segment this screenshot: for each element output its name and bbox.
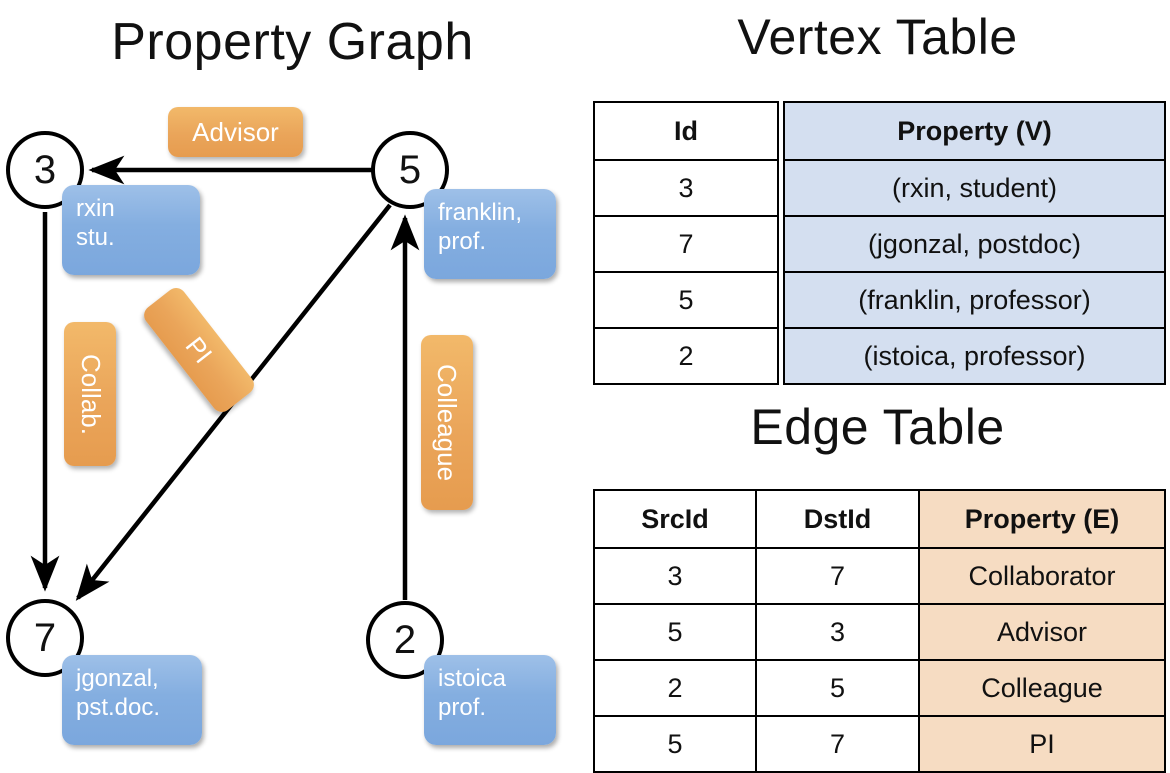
- table-header-row: SrcId DstId: [593, 489, 920, 549]
- property-graph-diagram: 3 5 7 2 rxin stu. franklin, prof. jgonza…: [0, 0, 585, 760]
- cell-dstid: 7: [755, 715, 920, 773]
- cell-srcid: 5: [593, 715, 757, 773]
- cell-property: (franklin, professor): [783, 271, 1166, 329]
- cell-srcid: 3: [593, 547, 757, 605]
- edge-label-text: Colleague: [432, 363, 463, 482]
- table-row: 3 7: [593, 547, 920, 605]
- graph-node-5[interactable]: 5: [371, 131, 449, 209]
- table-row: 5: [593, 271, 779, 329]
- column-header-id: Id: [593, 101, 779, 161]
- page-title-vertex-table: Vertex Table: [737, 9, 1018, 65]
- edge-label-collab: Collab.: [64, 322, 116, 466]
- table-row: Collaborator: [918, 547, 1166, 605]
- table-row: 5 3: [593, 603, 920, 661]
- edge-label-advisor: Advisor: [168, 107, 303, 157]
- node-property-box-2: istoica prof.: [424, 655, 556, 745]
- cell-property: (jgonzal, postdoc): [783, 215, 1166, 273]
- node-property-line: pst.doc.: [76, 693, 161, 721]
- edge-label-text: PI: [180, 330, 219, 369]
- page-title-property-graph: Property Graph: [111, 13, 474, 71]
- cell-srcid: 2: [593, 659, 757, 717]
- node-property-box-5: franklin, prof.: [424, 189, 556, 279]
- table-row: (jgonzal, postdoc): [783, 215, 1166, 273]
- cell-property: Advisor: [918, 603, 1166, 661]
- table-row: Colleague: [918, 659, 1166, 717]
- cell-id: 7: [593, 215, 779, 273]
- column-header-dstid: DstId: [755, 489, 920, 549]
- edge-table-property-column: Property (E) Collaborator Advisor Collea…: [918, 489, 1166, 773]
- cell-property: PI: [918, 715, 1166, 773]
- cell-srcid: 5: [593, 603, 757, 661]
- table-row: PI: [918, 715, 1166, 773]
- node-property-line: prof.: [438, 227, 487, 255]
- cell-property: (rxin, student): [783, 159, 1166, 217]
- table-header-row: Property (V): [783, 101, 1166, 161]
- edge-label-text: Advisor: [192, 116, 279, 147]
- column-header-property-v: Property (V): [783, 101, 1166, 161]
- column-header-property-e: Property (E): [918, 489, 1166, 549]
- edge-label-colleague: Colleague: [421, 335, 473, 510]
- node-property-line: istoica: [438, 665, 507, 692]
- vertex-table-property-column: Property (V) (rxin, student) (jgonzal, p…: [783, 101, 1166, 385]
- node-property-line: prof.: [438, 693, 487, 721]
- table-row: (istoica, professor): [783, 327, 1166, 385]
- edge-table-id-columns: SrcId DstId 3 7 5 3 2 5 5 7: [593, 489, 920, 773]
- node-property-box-7: jgonzal, pst.doc.: [62, 655, 202, 745]
- vertex-table-id-column: Id 3 7 5 2: [593, 101, 779, 385]
- table-row: 2: [593, 327, 779, 385]
- cell-id: 5: [593, 271, 779, 329]
- table-row: 2 5: [593, 659, 920, 717]
- cell-property: Collaborator: [918, 547, 1166, 605]
- node-property-line: rxin: [76, 195, 115, 222]
- column-header-srcid: SrcId: [593, 489, 757, 549]
- node-property-line: stu.: [76, 223, 115, 251]
- page-title-edge-table: Edge Table: [750, 399, 1005, 455]
- table-row: 5 7: [593, 715, 920, 773]
- cell-id: 2: [593, 327, 779, 385]
- cell-dstid: 7: [755, 547, 920, 605]
- edge-label-text: Collab.: [75, 353, 106, 435]
- node-property-box-3: rxin stu.: [62, 185, 200, 275]
- cell-dstid: 3: [755, 603, 920, 661]
- node-property-line: franklin,: [438, 199, 523, 226]
- table-row: (rxin, student): [783, 159, 1166, 217]
- cell-property: (istoica, professor): [783, 327, 1166, 385]
- table-header-row: Property (E): [918, 489, 1166, 549]
- cell-property: Colleague: [918, 659, 1166, 717]
- table-row: (franklin, professor): [783, 271, 1166, 329]
- cell-dstid: 5: [755, 659, 920, 717]
- node-property-line: jgonzal,: [76, 665, 159, 692]
- table-row: 7: [593, 215, 779, 273]
- cell-id: 3: [593, 159, 779, 217]
- table-header-row: Id: [593, 101, 779, 161]
- table-row: 3: [593, 159, 779, 217]
- graph-node-2[interactable]: 2: [366, 601, 444, 679]
- table-row: Advisor: [918, 603, 1166, 661]
